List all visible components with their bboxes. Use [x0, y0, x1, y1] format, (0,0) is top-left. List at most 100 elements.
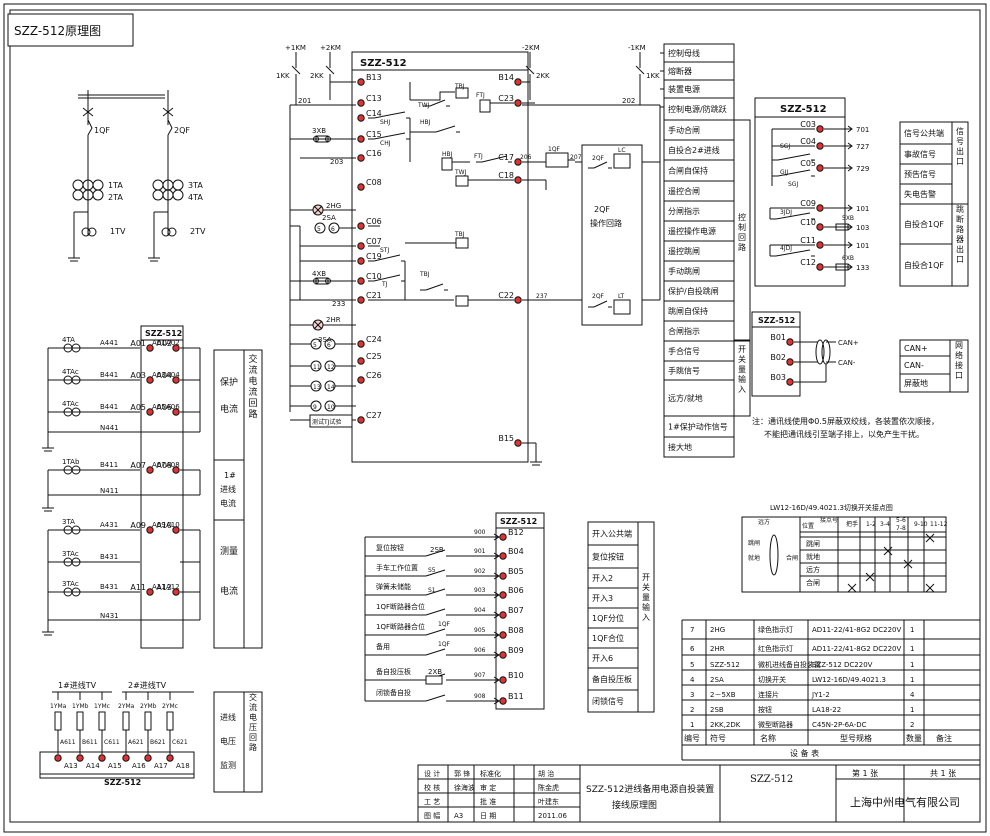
terminal-dot — [499, 676, 507, 684]
bin-label: 1QF断路器合位 — [376, 602, 425, 611]
terminal-dot — [172, 588, 180, 596]
terminal-dot — [357, 183, 365, 191]
terminal-label: A07 — [152, 461, 166, 469]
vt-side — [243, 691, 263, 793]
eq-cell: SZZ-512 — [710, 661, 740, 669]
eq-header: 编号 — [684, 733, 700, 743]
eq-cell: C45N-2P-6A-DC — [812, 721, 867, 729]
ct-side-char: 路 — [248, 408, 257, 420]
terminal-label: A10 — [166, 521, 180, 529]
terminal-label: A08 — [156, 461, 172, 470]
terminal-label: A04 — [156, 371, 172, 380]
ct-coil — [71, 407, 81, 417]
bin-contact — [425, 549, 446, 557]
relay-label: STJ — [380, 247, 389, 254]
ct-ring — [172, 179, 184, 191]
lc-coil — [613, 153, 631, 169]
hbj-contact — [435, 125, 456, 133]
can-table-item: CAN+ — [904, 344, 928, 353]
sw-label: S5 — [428, 567, 436, 574]
eq-cell: 4 — [690, 676, 695, 684]
ctrl-item: 控制电源/防跳跃 — [668, 104, 727, 114]
ctrl-item: 手跳信号 — [668, 366, 700, 376]
breaker-arc — [167, 119, 173, 136]
bin-label: 备自投压板 — [376, 667, 411, 676]
vt-side-char: 路 — [249, 742, 257, 752]
eq-cell: 2－5XB — [710, 691, 736, 699]
sw-header: 位置 — [802, 522, 814, 530]
sgj-contact — [777, 153, 811, 161]
bin-label: 弹簧未储能 — [376, 582, 411, 591]
ct-side-char: 电 — [248, 375, 257, 387]
bin-title: SZZ-512 — [500, 517, 537, 526]
wire — [313, 205, 323, 215]
relay-label: 4JDJ — [780, 245, 792, 252]
lamp-label: 2HG — [326, 202, 341, 210]
ctrl-item: 遥控跳闸 — [668, 246, 700, 256]
terminal-label: C21 — [366, 291, 382, 300]
vt-group-label: 进线 — [220, 712, 236, 722]
terminal-label: C16 — [366, 149, 382, 158]
sw-row: 远方 — [806, 565, 820, 574]
arrow — [493, 631, 500, 639]
sw-row: 合闸 — [806, 578, 820, 587]
ct-side-char: 流 — [248, 364, 257, 376]
sheet-no: 第 1 张 — [852, 768, 878, 778]
eq-cell: 1 — [910, 645, 914, 653]
ctrl-side-char: 关 — [738, 354, 746, 364]
terminal-dot — [357, 340, 365, 348]
power-label: -1KM — [628, 44, 646, 52]
sw-left: 就地 — [748, 554, 760, 562]
terminal-dot — [146, 408, 154, 416]
terminal-label: A09 — [130, 521, 146, 530]
power-label: +1KM — [285, 44, 306, 52]
relay-label: HBJ — [442, 151, 453, 158]
bin-table-item: 开入公共端 — [592, 529, 632, 539]
wire-no: A611 — [60, 739, 76, 746]
ctrl-side-char: 控 — [738, 212, 746, 222]
ctrl-item: 合闸自保持 — [668, 166, 708, 176]
switch-label: 2SA — [322, 214, 336, 222]
wire-no: 907 — [474, 672, 486, 679]
ctrl-side-char: 回 — [738, 233, 746, 242]
vt-label: 2#进线TV — [128, 680, 167, 690]
terminal-label: C19 — [366, 252, 382, 261]
arrow — [493, 697, 500, 705]
x-mark — [865, 572, 875, 582]
ctrl-item: 1#保护动作信号 — [668, 422, 728, 432]
relay-label: FTJ — [474, 153, 483, 160]
sw-label: 1QF — [438, 641, 451, 648]
ct-coil — [71, 343, 81, 353]
sw-header: 1-2 — [866, 521, 876, 528]
title-tag-box — [7, 13, 134, 47]
terminal-dot — [357, 222, 365, 230]
tj-contact — [373, 274, 401, 282]
terminal-dot — [172, 344, 180, 352]
terminal-label: A18 — [176, 762, 190, 770]
fuse-label: 2YMa — [118, 703, 135, 710]
terminal-label: A09 — [152, 521, 166, 529]
node-label: 202 — [622, 97, 635, 105]
ct-label: 4TA — [188, 193, 203, 202]
terminal-label: A05 — [152, 403, 166, 411]
wire-no: 101 — [856, 242, 869, 250]
arrow — [493, 591, 500, 599]
terminal-dot — [816, 164, 824, 172]
vt-side-char: 流 — [249, 702, 257, 712]
arrow — [847, 204, 853, 212]
terminal-label: C23 — [498, 94, 514, 103]
vt-side-char: 压 — [249, 723, 257, 732]
arrow — [493, 533, 500, 541]
terminal-label: C09 — [800, 199, 816, 208]
signal-table-item: 失电告警 — [904, 189, 936, 199]
terminal-label: C10 — [800, 218, 816, 227]
can-table-item: 屏蔽地 — [904, 378, 928, 388]
eq-cell: 2HR — [710, 645, 725, 653]
bin-contact — [425, 569, 446, 577]
ct-group-label: 1# — [224, 471, 236, 480]
switch-label: 3SA — [318, 336, 332, 344]
ctrl-item: 接大地 — [668, 442, 692, 452]
ct-group-label: 进线 — [220, 484, 236, 494]
ct-group-label: 保护 — [220, 376, 238, 388]
bin-side — [637, 521, 655, 713]
